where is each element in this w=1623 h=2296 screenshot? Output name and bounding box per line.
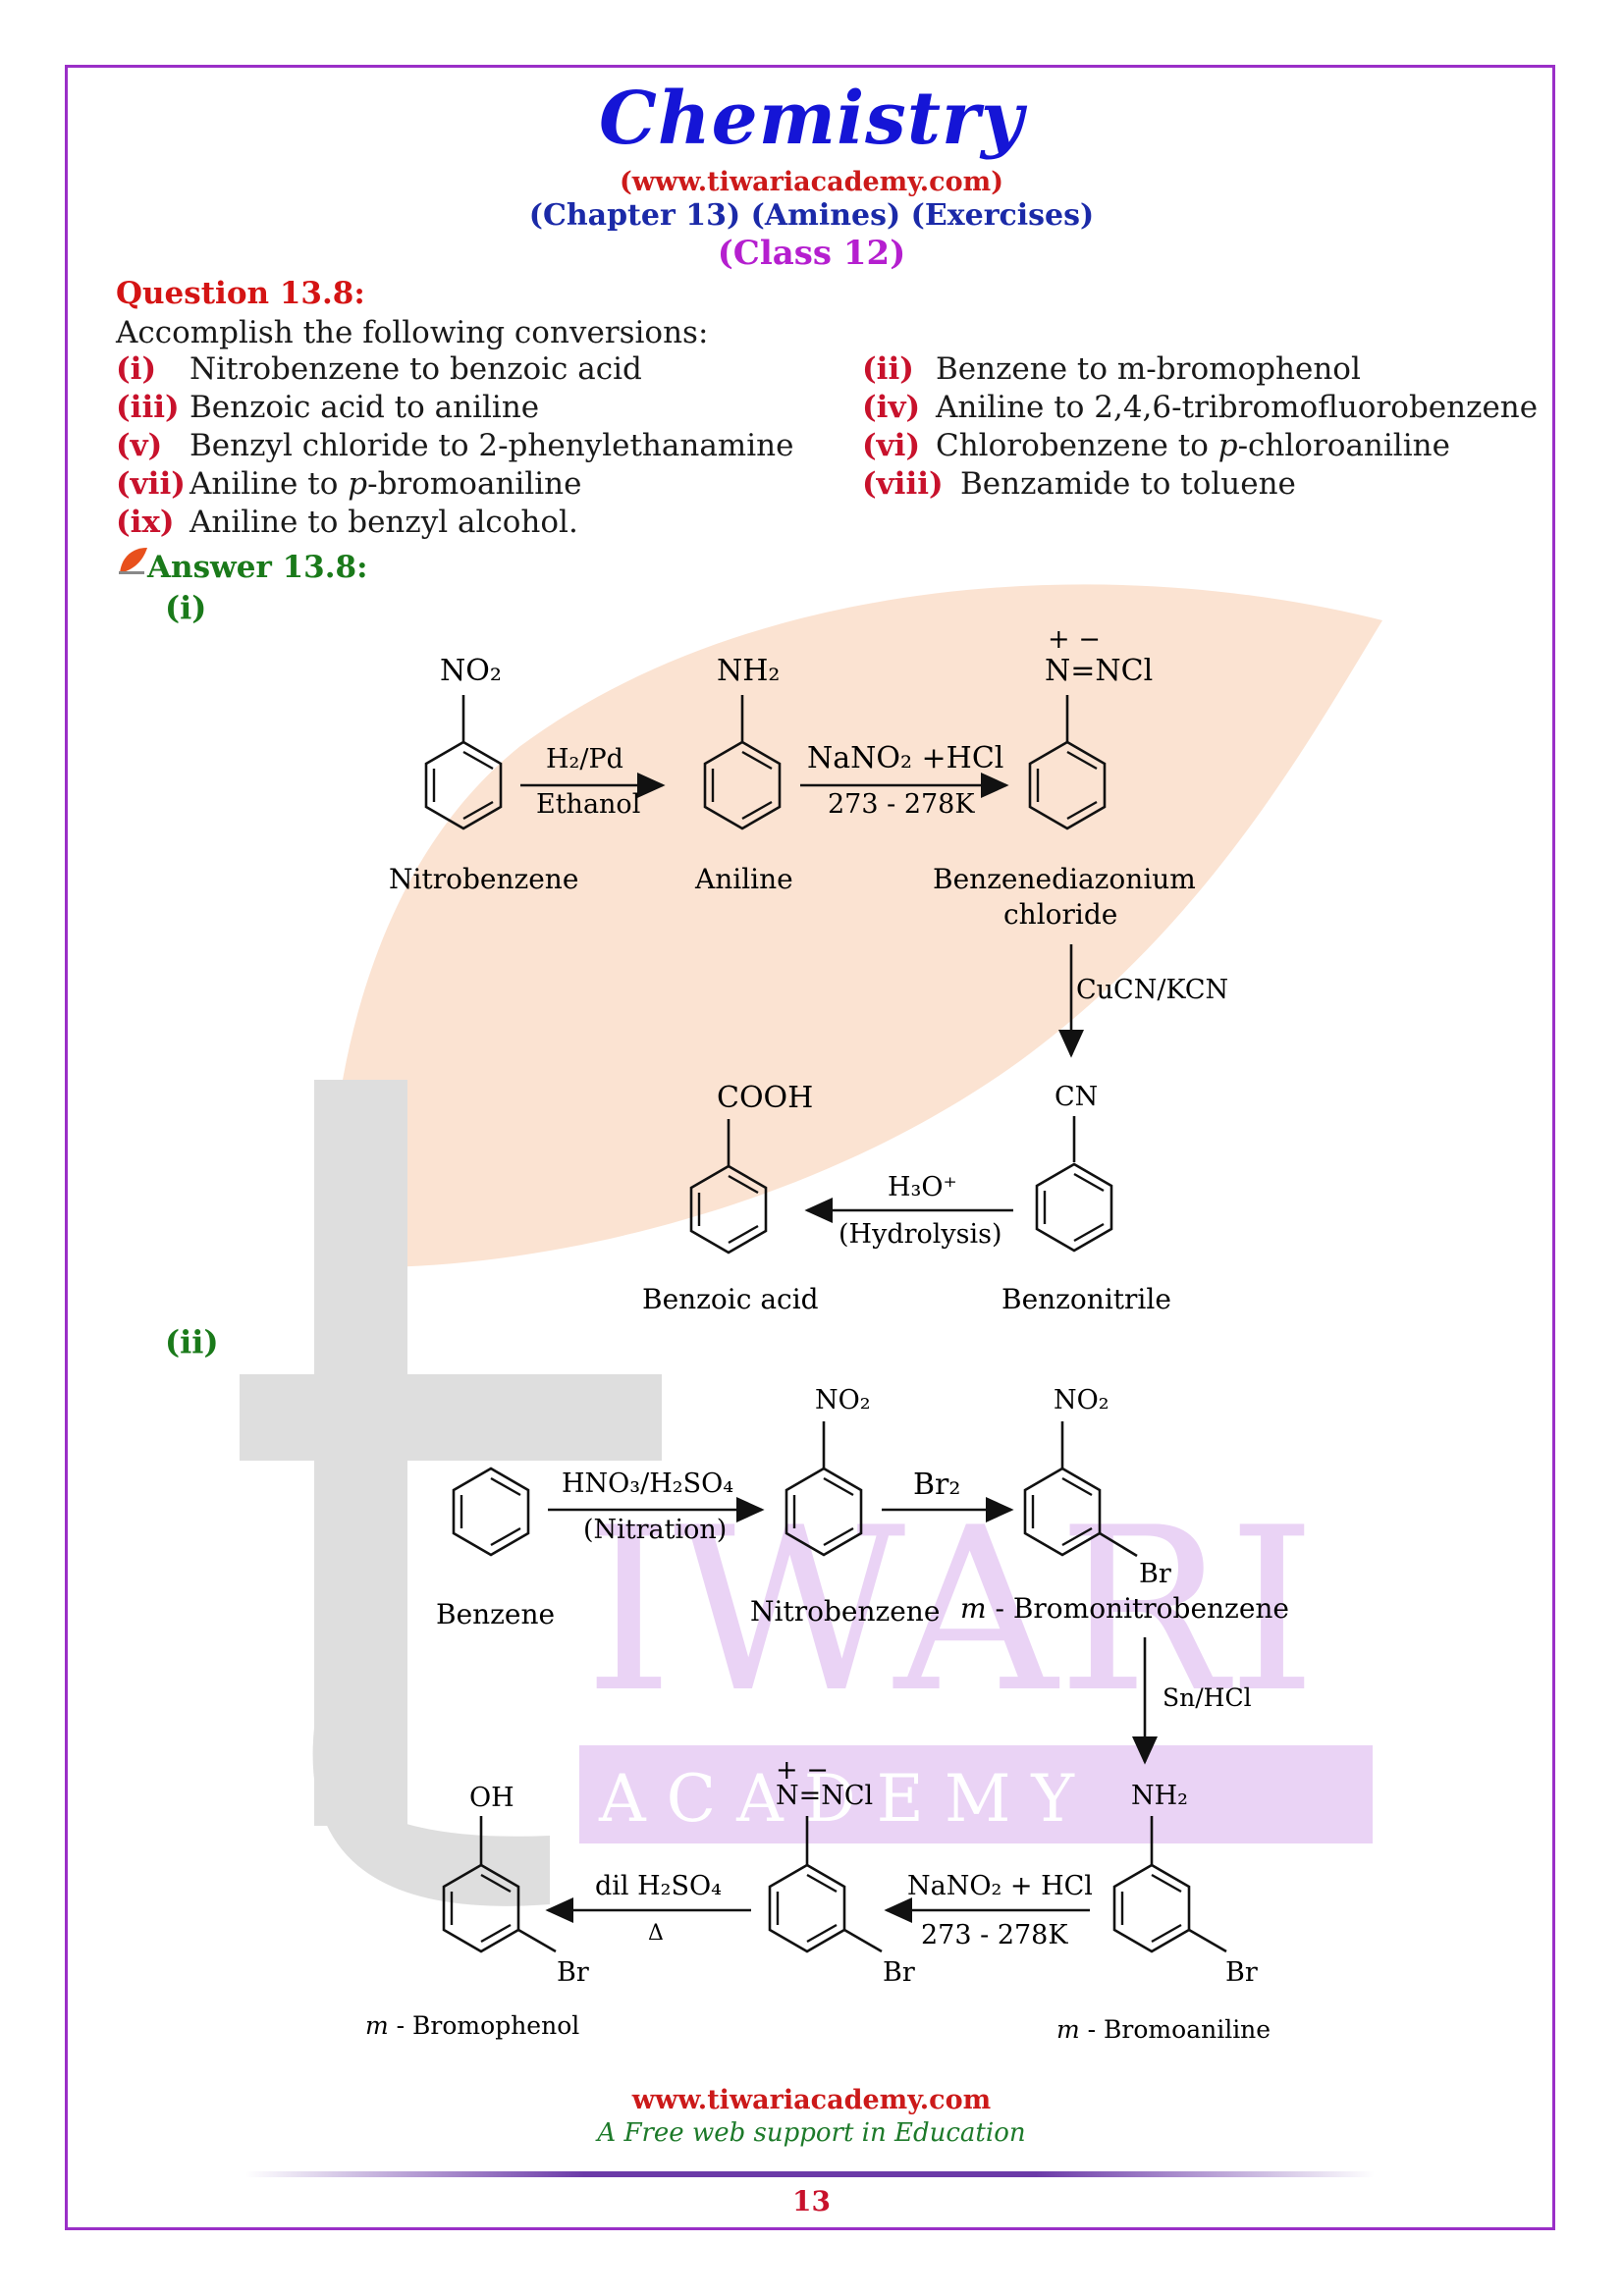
benzene-ring-aniline xyxy=(703,740,782,830)
benzene-ring-bromoaniline xyxy=(1112,1863,1191,1953)
group-nh2: NH₂ xyxy=(1131,1781,1188,1811)
question-item: (ii)Benzene to m-bromophenol xyxy=(862,351,1361,387)
reagent-dil-h2so4: dil H₂SO₄ xyxy=(595,1871,722,1901)
question-item: (iii)Benzoic acid to aniline xyxy=(116,390,540,425)
chapter-info: (Chapter 13) (Amines) (Exercises) xyxy=(528,198,1095,233)
reagent-temperature: 273 - 278K xyxy=(921,1920,1068,1950)
reagent-cucn-kcn: CuCN/KCN xyxy=(1076,975,1228,1005)
group-cooh: COOH xyxy=(717,1081,813,1115)
group-br: Br xyxy=(883,1957,915,1988)
reagent-ethanol: Ethanol xyxy=(536,789,640,820)
label-benzonitrile: Benzonitrile xyxy=(1001,1283,1171,1315)
label-benzoic-acid: Benzoic acid xyxy=(642,1283,819,1315)
benzene-ring-diazonium xyxy=(1028,740,1107,830)
group-br: Br xyxy=(1225,1957,1258,1988)
group-no2: NO₂ xyxy=(440,654,502,688)
benzene-ring-bromophenol xyxy=(442,1863,520,1953)
label-bromoaniline: m - Bromoaniline xyxy=(1056,2015,1271,2044)
reagent-hydrolysis: (Hydrolysis) xyxy=(839,1219,1002,1250)
charge-signs: + − xyxy=(776,1755,829,1786)
reagent-h2pd: H₂/Pd xyxy=(546,744,623,774)
question-heading: Question 13.8: xyxy=(116,276,365,311)
reagent-sn-hcl: Sn/HCl xyxy=(1163,1683,1252,1712)
charge-signs: + − xyxy=(1048,624,1101,655)
question-item: (v)Benzyl chloride to 2-phenylethanamine xyxy=(116,428,794,463)
footer-divider xyxy=(245,2171,1375,2177)
reagent-nitration: (Nitration) xyxy=(583,1515,727,1545)
label-nitrobenzene: Nitrobenzene xyxy=(750,1595,940,1628)
benzene-ring-benzonitrile xyxy=(1035,1162,1113,1253)
benzene-ring-nitrobenzene xyxy=(424,740,503,830)
group-n2cl: N=NCl xyxy=(1045,654,1153,688)
benzene-ring-diazonium xyxy=(768,1863,846,1953)
reagent-hno3-h2so4: HNO₃/H₂SO₄ xyxy=(562,1468,733,1499)
label-bromophenol: m - Bromophenol xyxy=(365,2011,579,2040)
question-prompt: Accomplish the following conversions: xyxy=(116,315,709,350)
reagent-temperature: 273 - 278K xyxy=(828,789,975,820)
page-title: Chemistry xyxy=(598,77,1025,161)
answer-heading: Answer 13.8: xyxy=(147,550,368,585)
part-label-i: (i) xyxy=(165,589,207,626)
label-diazonium: Benzenediazonium xyxy=(933,863,1196,895)
class-info: (Class 12) xyxy=(717,234,906,273)
benzene-ring-benzene xyxy=(452,1467,530,1557)
group-no2: NO₂ xyxy=(1054,1385,1109,1415)
part-label-ii: (ii) xyxy=(165,1323,219,1361)
leaf-logo-icon xyxy=(119,548,147,574)
group-cn: CN xyxy=(1055,1082,1098,1112)
question-item: (vii)Aniline to p-bromoaniline xyxy=(116,466,582,502)
header-website: (www.tiwariacademy.com) xyxy=(620,167,1003,197)
label-nitrobenzene: Nitrobenzene xyxy=(389,863,578,895)
benzene-ring-bromonitrobenzene xyxy=(1023,1467,1102,1557)
reagent-nano2-hcl: NaNO₂ + HCl xyxy=(907,1871,1093,1901)
footer-website-link[interactable]: www.tiwariacademy.com xyxy=(631,2085,992,2115)
group-n2cl: N=NCl xyxy=(776,1781,873,1811)
question-item: (i)Nitrobenzene to benzoic acid xyxy=(116,351,642,387)
reagent-br2: Br₂ xyxy=(913,1468,960,1502)
benzene-ring-nitrobenzene xyxy=(784,1467,863,1557)
question-item: (ix)Aniline to benzyl alcohol. xyxy=(116,505,578,540)
reagent-heat: Δ xyxy=(648,1921,664,1946)
group-nh2: NH₂ xyxy=(717,654,780,688)
label-bromonitrobenzene: m - Bromonitrobenzene xyxy=(960,1592,1289,1625)
reagent-nano2-hcl: NaNO₂ +HCl xyxy=(807,741,1003,775)
group-no2: NO₂ xyxy=(815,1385,871,1415)
page-number: 13 xyxy=(792,2185,831,2217)
group-br: Br xyxy=(557,1957,589,1988)
benzene-ring-benzoic-acid xyxy=(689,1164,768,1255)
label-chloride: chloride xyxy=(1003,898,1117,931)
label-aniline: Aniline xyxy=(694,863,793,895)
group-oh: OH xyxy=(469,1783,514,1813)
group-br: Br xyxy=(1139,1559,1171,1589)
page-border xyxy=(65,65,1555,2230)
question-item: (viii)Benzamide to toluene xyxy=(862,466,1296,502)
reagent-h3o: H₃O⁺ xyxy=(888,1172,957,1202)
question-item: (iv)Aniline to 2,4,6-tribromofluorobenze… xyxy=(862,390,1539,425)
question-item: (vi)Chlorobenzene to p-chloroaniline xyxy=(862,428,1450,463)
footer-tagline: A Free web support in Education xyxy=(597,2118,1026,2148)
label-benzene: Benzene xyxy=(436,1598,555,1630)
